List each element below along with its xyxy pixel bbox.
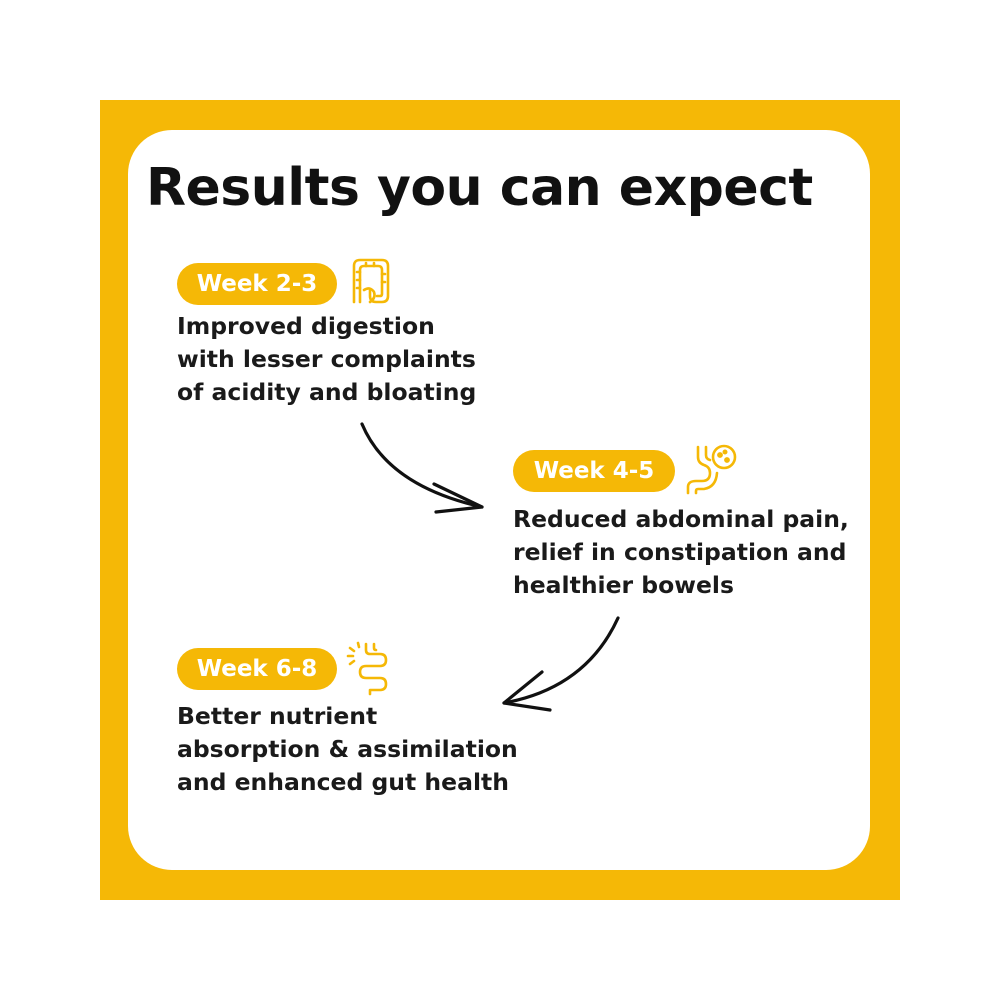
week-badge-2: Week 4-5 — [513, 450, 675, 492]
intestine-icon — [346, 641, 388, 696]
week-badge-3: Week 6-8 — [177, 648, 337, 690]
arrow-down-right-icon — [360, 422, 484, 514]
week-badge-1: Week 2-3 — [177, 263, 337, 305]
step-description-3: Better nutrient absorption & assimilatio… — [177, 702, 518, 796]
step-description-1: Improved digestion with lesser complaint… — [177, 312, 477, 406]
arrow-down-left-icon — [502, 616, 620, 712]
content-card — [128, 130, 870, 870]
stomach-icon — [686, 444, 737, 495]
step-description-2: Reduced abdominal pain, relief in consti… — [513, 505, 849, 599]
colon-icon — [352, 258, 390, 304]
page-title: Results you can expect — [146, 158, 813, 218]
